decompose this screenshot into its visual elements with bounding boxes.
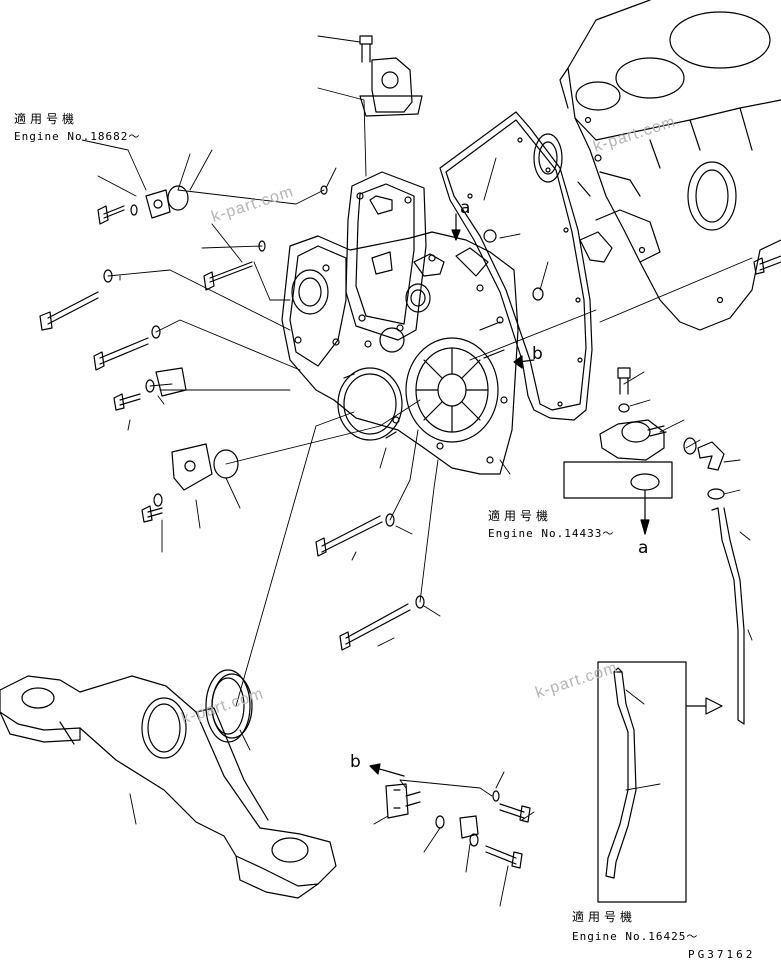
front-cover-gasket <box>439 111 593 421</box>
engine-serial-mid-right: Engine No.14433～ <box>488 527 615 540</box>
ref-b-upper: b <box>532 344 543 364</box>
reference-arrows <box>369 213 535 777</box>
ref-a-lower: a <box>638 538 649 558</box>
engine-block <box>533 0 781 331</box>
ref-a-upper: a <box>460 198 471 218</box>
water-pipe-inset <box>597 661 723 903</box>
engine-serial-top-left: Engine No.18682～ <box>14 130 141 143</box>
mounting-bolts <box>39 205 781 651</box>
applicable-label-top-left: 適用号機 <box>14 112 79 126</box>
engine-serial-bottom-right: Engine No.16425～ <box>572 930 699 943</box>
thermostat-group <box>563 367 745 725</box>
front-timing-cover <box>281 231 519 475</box>
page-code: PG37162 <box>688 948 756 961</box>
clip-bracket-assembly <box>385 783 531 869</box>
leader-lines <box>81 35 753 907</box>
upper-gear-housing <box>345 171 431 341</box>
ref-b-lower: b <box>350 752 361 772</box>
front-support-bracket <box>0 675 337 899</box>
lifting-bracket <box>359 35 423 117</box>
front-oil-seal <box>205 669 253 743</box>
applicable-label-bottom-right: 適用号機 <box>572 910 637 924</box>
applicable-label-mid-right: 適用号機 <box>488 509 553 523</box>
